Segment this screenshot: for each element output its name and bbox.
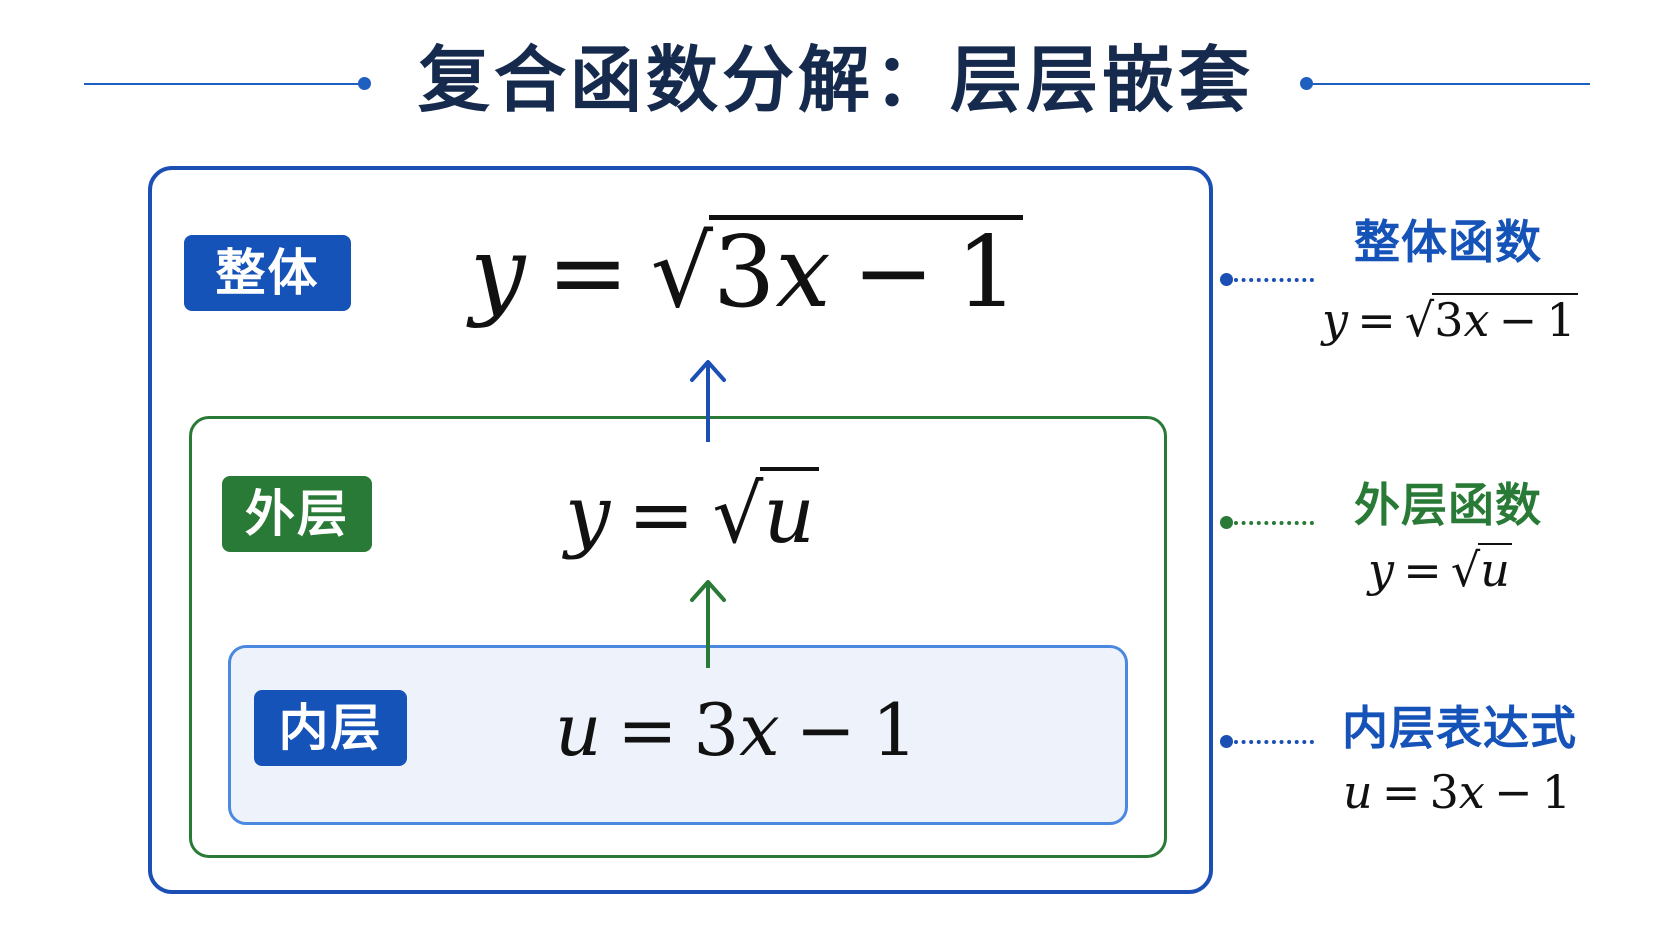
formula-inner-coef: 3 bbox=[693, 688, 740, 772]
radicand-const: 1 bbox=[1546, 293, 1576, 347]
formula-inner-eq: = bbox=[617, 688, 678, 772]
formula-inner-lhs: u bbox=[555, 688, 602, 772]
side-formula-lhs: u bbox=[1343, 765, 1373, 819]
connector-inner bbox=[1220, 735, 1314, 749]
formula-outer-sqrt: √u bbox=[712, 460, 819, 570]
connector-dotted-line bbox=[1234, 278, 1314, 282]
side-title-inner: 内层表达式 bbox=[1342, 701, 1577, 755]
radical-sign: √ bbox=[712, 468, 764, 561]
radicand-var: u bbox=[1480, 543, 1510, 597]
radicand-var: x bbox=[1463, 293, 1490, 347]
formula-inner: u=3x−1 bbox=[555, 680, 918, 780]
title-decor-dot-left bbox=[358, 77, 371, 90]
inner-layer-box bbox=[228, 645, 1128, 825]
side-formula-coef: 3 bbox=[1429, 765, 1459, 819]
side-formula-op: − bbox=[1493, 765, 1533, 819]
formula-outer-radicand: u bbox=[760, 467, 819, 557]
page-title: 复合函数分解：层层嵌套 bbox=[417, 38, 1254, 122]
radicand-op: − bbox=[852, 216, 935, 330]
side-formula-inner: u=3x−1 bbox=[1343, 762, 1571, 822]
radical-sign: √ bbox=[650, 216, 714, 330]
radicand-var: x bbox=[775, 216, 831, 330]
side-title-outer: 外层函数 bbox=[1354, 478, 1542, 532]
side-formula-radicand: 3x−1 bbox=[1432, 293, 1578, 344]
radicand-coef: 3 bbox=[1434, 293, 1464, 347]
radicand-op: − bbox=[1498, 293, 1538, 347]
side-formula-lhs: y bbox=[1368, 543, 1394, 597]
connector-outer bbox=[1220, 516, 1314, 530]
title-decor-line-right bbox=[1307, 83, 1590, 85]
side-formula-radicand: u bbox=[1478, 543, 1513, 597]
formula-whole-eq: = bbox=[546, 216, 630, 330]
formula-whole-radicand: 3x−1 bbox=[709, 215, 1024, 325]
side-formula-whole: y=√3x−1 bbox=[1322, 290, 1578, 350]
connector-dot bbox=[1220, 516, 1233, 529]
side-formula-lhs: y bbox=[1322, 293, 1348, 347]
side-formula-outer: y=√u bbox=[1368, 540, 1513, 600]
formula-outer-lhs: y bbox=[565, 468, 611, 561]
connector-whole bbox=[1220, 273, 1314, 287]
radicand-const: 1 bbox=[955, 216, 1019, 330]
connector-dotted-line bbox=[1234, 740, 1314, 744]
side-title-whole: 整体函数 bbox=[1354, 215, 1542, 269]
radicand-var: u bbox=[763, 468, 815, 561]
badge-inner: 内层 bbox=[254, 690, 407, 766]
formula-whole: y=√3x−1 bbox=[470, 208, 1024, 338]
badge-whole: 整体 bbox=[184, 235, 351, 311]
title-decor-line-left bbox=[84, 83, 366, 85]
formula-outer-eq: = bbox=[627, 468, 695, 561]
side-formula-var: x bbox=[1458, 765, 1485, 819]
radical-sign: √ bbox=[1404, 293, 1435, 347]
radicand-coef: 3 bbox=[713, 216, 776, 330]
side-formula-eq: = bbox=[1381, 765, 1421, 819]
formula-whole-sqrt: √3x−1 bbox=[651, 208, 1024, 338]
formula-inner-var: x bbox=[739, 688, 780, 772]
formula-inner-const: 1 bbox=[871, 688, 918, 772]
radical-sign: √ bbox=[1450, 543, 1481, 597]
arrow-up-green-icon bbox=[690, 580, 726, 668]
side-formula-sqrt: √3x−1 bbox=[1405, 290, 1578, 350]
connector-dotted-line bbox=[1234, 521, 1314, 525]
side-formula-const: 1 bbox=[1541, 765, 1571, 819]
side-formula-eq: = bbox=[1357, 293, 1396, 347]
badge-outer: 外层 bbox=[222, 476, 372, 552]
formula-outer: y=√u bbox=[565, 460, 819, 570]
title-decor-dot-right bbox=[1300, 77, 1313, 90]
title-row: 复合函数分解：层层嵌套 bbox=[0, 0, 1672, 160]
side-formula-eq: = bbox=[1403, 543, 1442, 597]
formula-inner-op: − bbox=[795, 688, 856, 772]
connector-dot bbox=[1220, 735, 1233, 748]
formula-whole-lhs: y bbox=[470, 216, 526, 330]
arrow-up-blue-icon bbox=[690, 360, 726, 442]
connector-dot bbox=[1220, 273, 1233, 286]
side-formula-sqrt: √u bbox=[1450, 540, 1513, 600]
